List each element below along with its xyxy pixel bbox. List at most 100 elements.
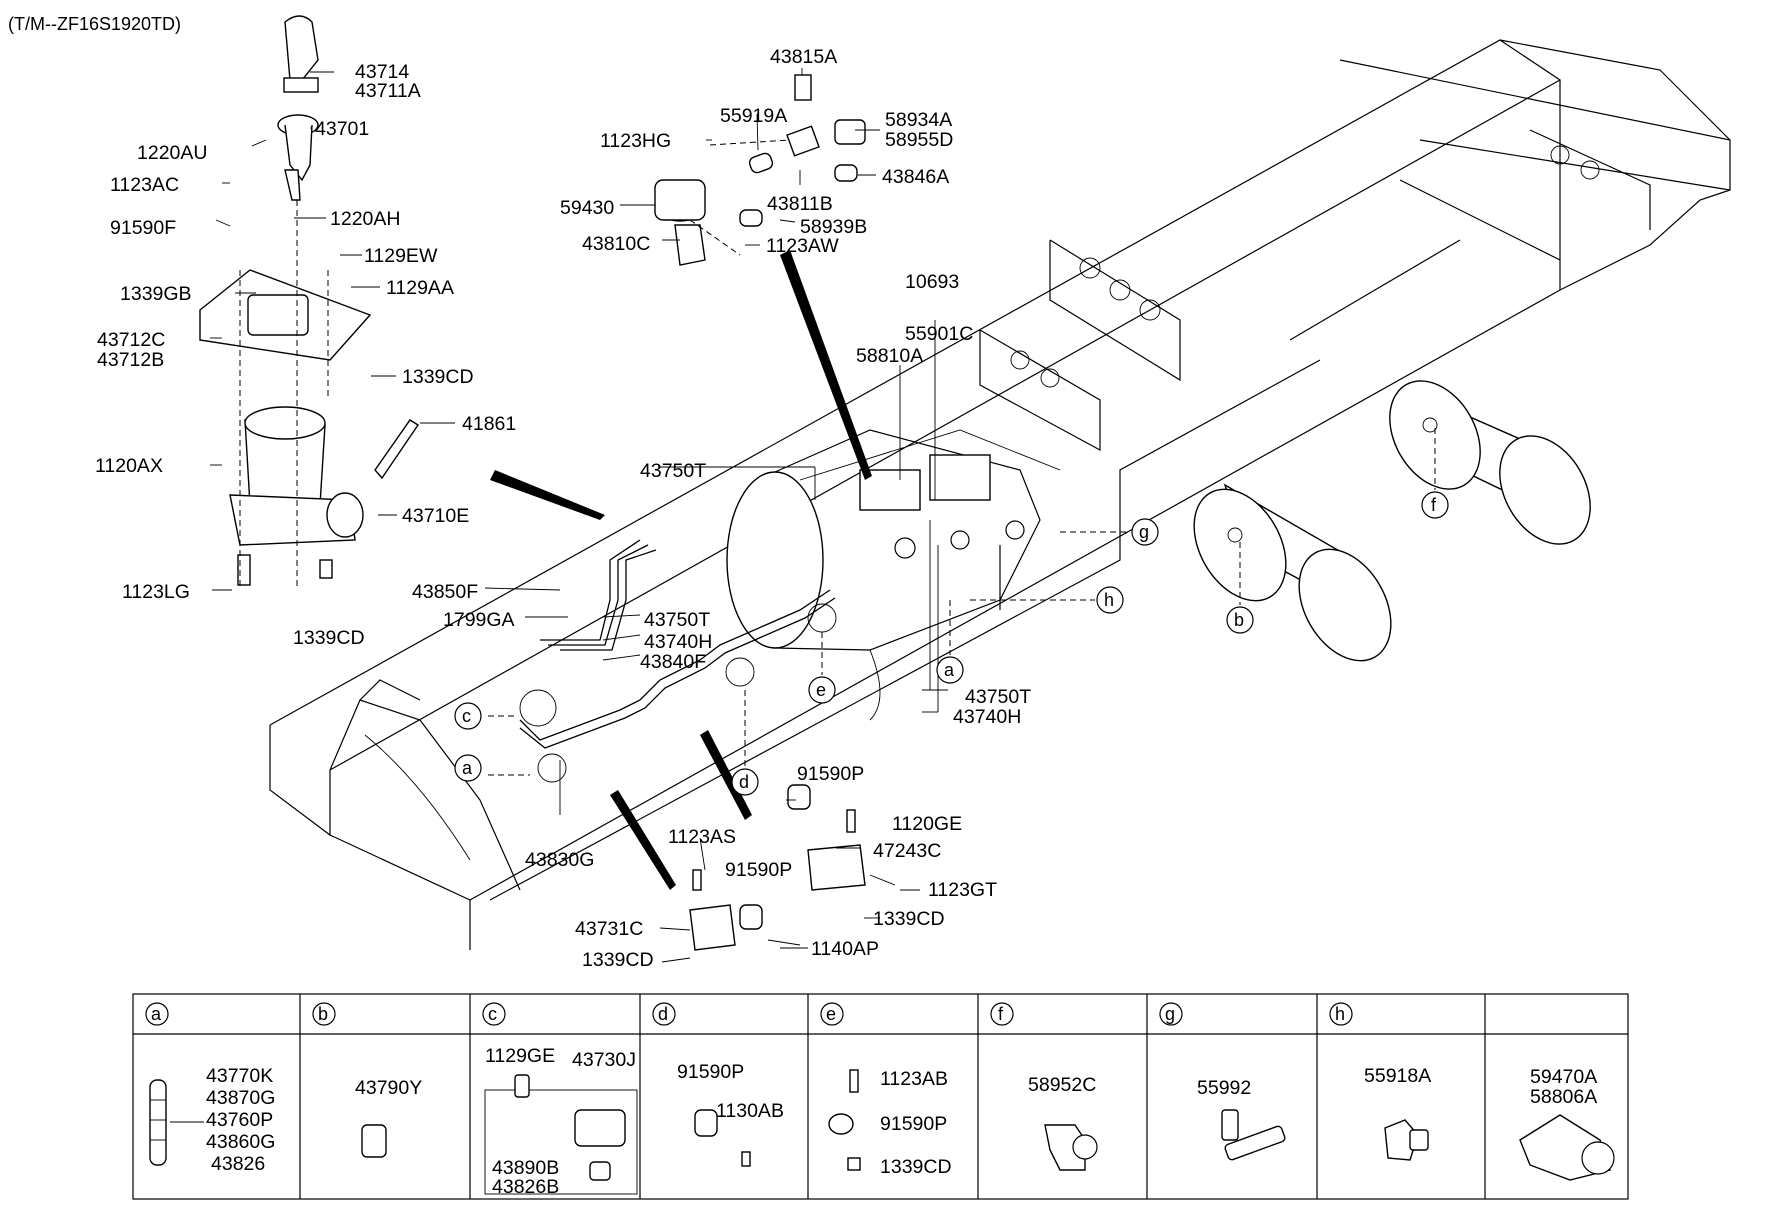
label-1129AA: 1129AA [386, 277, 454, 299]
label-91590F: 91590F [110, 217, 176, 239]
bracket-hardware [689, 784, 896, 951]
label-91590P: 91590P [725, 859, 792, 881]
label-91590P: 91590P [797, 763, 864, 785]
label-1339CD: 1339CD [582, 949, 654, 971]
label-1123HG: 1123HG [600, 130, 671, 152]
label-43711A: 43711A [355, 80, 421, 102]
air-lines [490, 250, 872, 890]
callout-labels: 43714 43711A 43701 1220AU 1123AC 91590F … [95, 46, 1031, 971]
transmission-illustration [726, 429, 1061, 721]
label-43714: 43714 [355, 61, 409, 83]
label-59430: 59430 [560, 197, 614, 219]
label-43850F: 43850F [412, 581, 478, 603]
label-1129EW: 1129EW [364, 245, 438, 267]
legend-d-part-1: 91590P [677, 1061, 744, 1083]
label-1339CD: 1339CD [293, 627, 365, 649]
label-1339CD: 1339CD [402, 366, 474, 388]
label-43810C: 43810C [582, 233, 650, 255]
air-tank-b [1193, 483, 1392, 662]
legend-cell-c: 1129GE 43730J 43890B 43826B [484, 1045, 638, 1198]
legend-cell-b: 43790Y [355, 1077, 422, 1158]
label-58810A: 58810A [856, 345, 923, 367]
legend-cell-d: 91590P 1130AB [677, 1061, 784, 1167]
reference-markers: g h b f a e c a d [454, 491, 1449, 796]
marker-g: g [1139, 522, 1149, 542]
label-43750T: 43750T [965, 686, 1031, 708]
marker-e: e [816, 680, 826, 700]
air-tank-f [1389, 380, 1591, 545]
marker-d: d [739, 772, 749, 792]
label-43740H: 43740H [953, 706, 1021, 728]
marker-b: b [1234, 610, 1244, 630]
label-43710E: 43710E [402, 505, 469, 527]
label-1123GT: 1123GT [928, 879, 997, 901]
label-10693: 10693 [905, 271, 959, 293]
legend-header-e: e [826, 1004, 836, 1024]
label-43815A: 43815A [770, 46, 837, 68]
legend-e-part-2: 91590P [880, 1113, 947, 1135]
legend-header-g: g [1165, 1004, 1175, 1024]
legend-header-h: h [1335, 1004, 1345, 1024]
label-43811B: 43811B [767, 193, 833, 215]
marker-c: c [462, 706, 471, 726]
legend-a-part-3: 43760P [206, 1109, 273, 1131]
label-43840F: 43840F [640, 651, 706, 673]
label-58934A: 58934A [885, 109, 952, 131]
label-55919A: 55919A [720, 105, 787, 127]
label-43750T: 43750T [644, 609, 710, 631]
legend-f-part-1: 58952C [1028, 1074, 1096, 1096]
label-43731C: 43731C [575, 918, 643, 940]
label-1220AH: 1220AH [330, 208, 400, 230]
chassis-frame-illustration [269, 39, 1731, 950]
legend-table: a b c d e f g h 43770K 43870G 43760P 438… [132, 993, 1629, 1200]
legend-cell-a: 43770K 43870G 43760P 43860G 43826 [149, 1065, 275, 1175]
label-43740H: 43740H [644, 631, 712, 653]
legend-d-part-2: 1130AB [716, 1100, 784, 1122]
legend-a-part-1: 43770K [206, 1065, 273, 1087]
label-1123AW: 1123AW [766, 235, 839, 257]
label-1123AC: 1123AC [110, 174, 179, 196]
label-58939B: 58939B [800, 216, 867, 238]
legend-c-part-2: 43730J [572, 1049, 636, 1071]
legend-header-b: b [318, 1004, 328, 1024]
gear-shifter-assembly [199, 15, 419, 590]
label-1120GE: 1120GE [892, 813, 962, 835]
legend-cell-e: 1123AB 91590P 1339CD [828, 1068, 952, 1178]
label-58955D: 58955D [885, 129, 953, 151]
marker-a: a [462, 758, 473, 778]
label-43712B: 43712B [97, 349, 164, 371]
label-41861: 41861 [462, 413, 516, 435]
legend-cell-f: 58952C [1028, 1074, 1098, 1171]
label-43830G: 43830G [525, 849, 594, 871]
label-1799GA: 1799GA [443, 609, 515, 631]
legend-c-part-3: 43890B [492, 1157, 559, 1179]
label-43701: 43701 [315, 118, 369, 140]
label-1120AX: 1120AX [95, 455, 163, 477]
label-43750T: 43750T [640, 460, 706, 482]
legend-cell-h: 55918A [1364, 1065, 1431, 1161]
legend-i-part-1: 59470A [1530, 1066, 1597, 1088]
legend-b-part-1: 43790Y [355, 1077, 422, 1099]
legend-e-part-1: 1123AB [880, 1068, 948, 1090]
legend-a-part-4: 43860G [206, 1131, 275, 1153]
legend-header-d: d [658, 1004, 668, 1024]
label-1123LG: 1123LG [122, 581, 190, 603]
valve-cluster [654, 74, 866, 266]
legend-i-part-2: 58806A [1530, 1086, 1597, 1108]
label-1339CD: 1339CD [873, 908, 945, 930]
marker-h: h [1104, 590, 1114, 610]
label-55901C: 55901C [905, 323, 973, 345]
label-43712C: 43712C [97, 329, 165, 351]
legend-a-part-5: 43826 [211, 1153, 265, 1175]
leader-lines [210, 68, 1436, 963]
marker-a: a [944, 660, 955, 680]
label-1220AU: 1220AU [137, 142, 207, 164]
legend-cell-g: 55992 [1197, 1077, 1286, 1161]
legend-cell-i: 59470A 58806A [1519, 1066, 1615, 1181]
label-1123AS: 1123AS [668, 826, 736, 848]
diagram-title: (T/M--ZF16S1920TD) [8, 14, 181, 34]
label-43846A: 43846A [882, 166, 949, 188]
legend-c-part-1: 1129GE [485, 1045, 555, 1067]
label-1339GB: 1339GB [120, 283, 192, 305]
